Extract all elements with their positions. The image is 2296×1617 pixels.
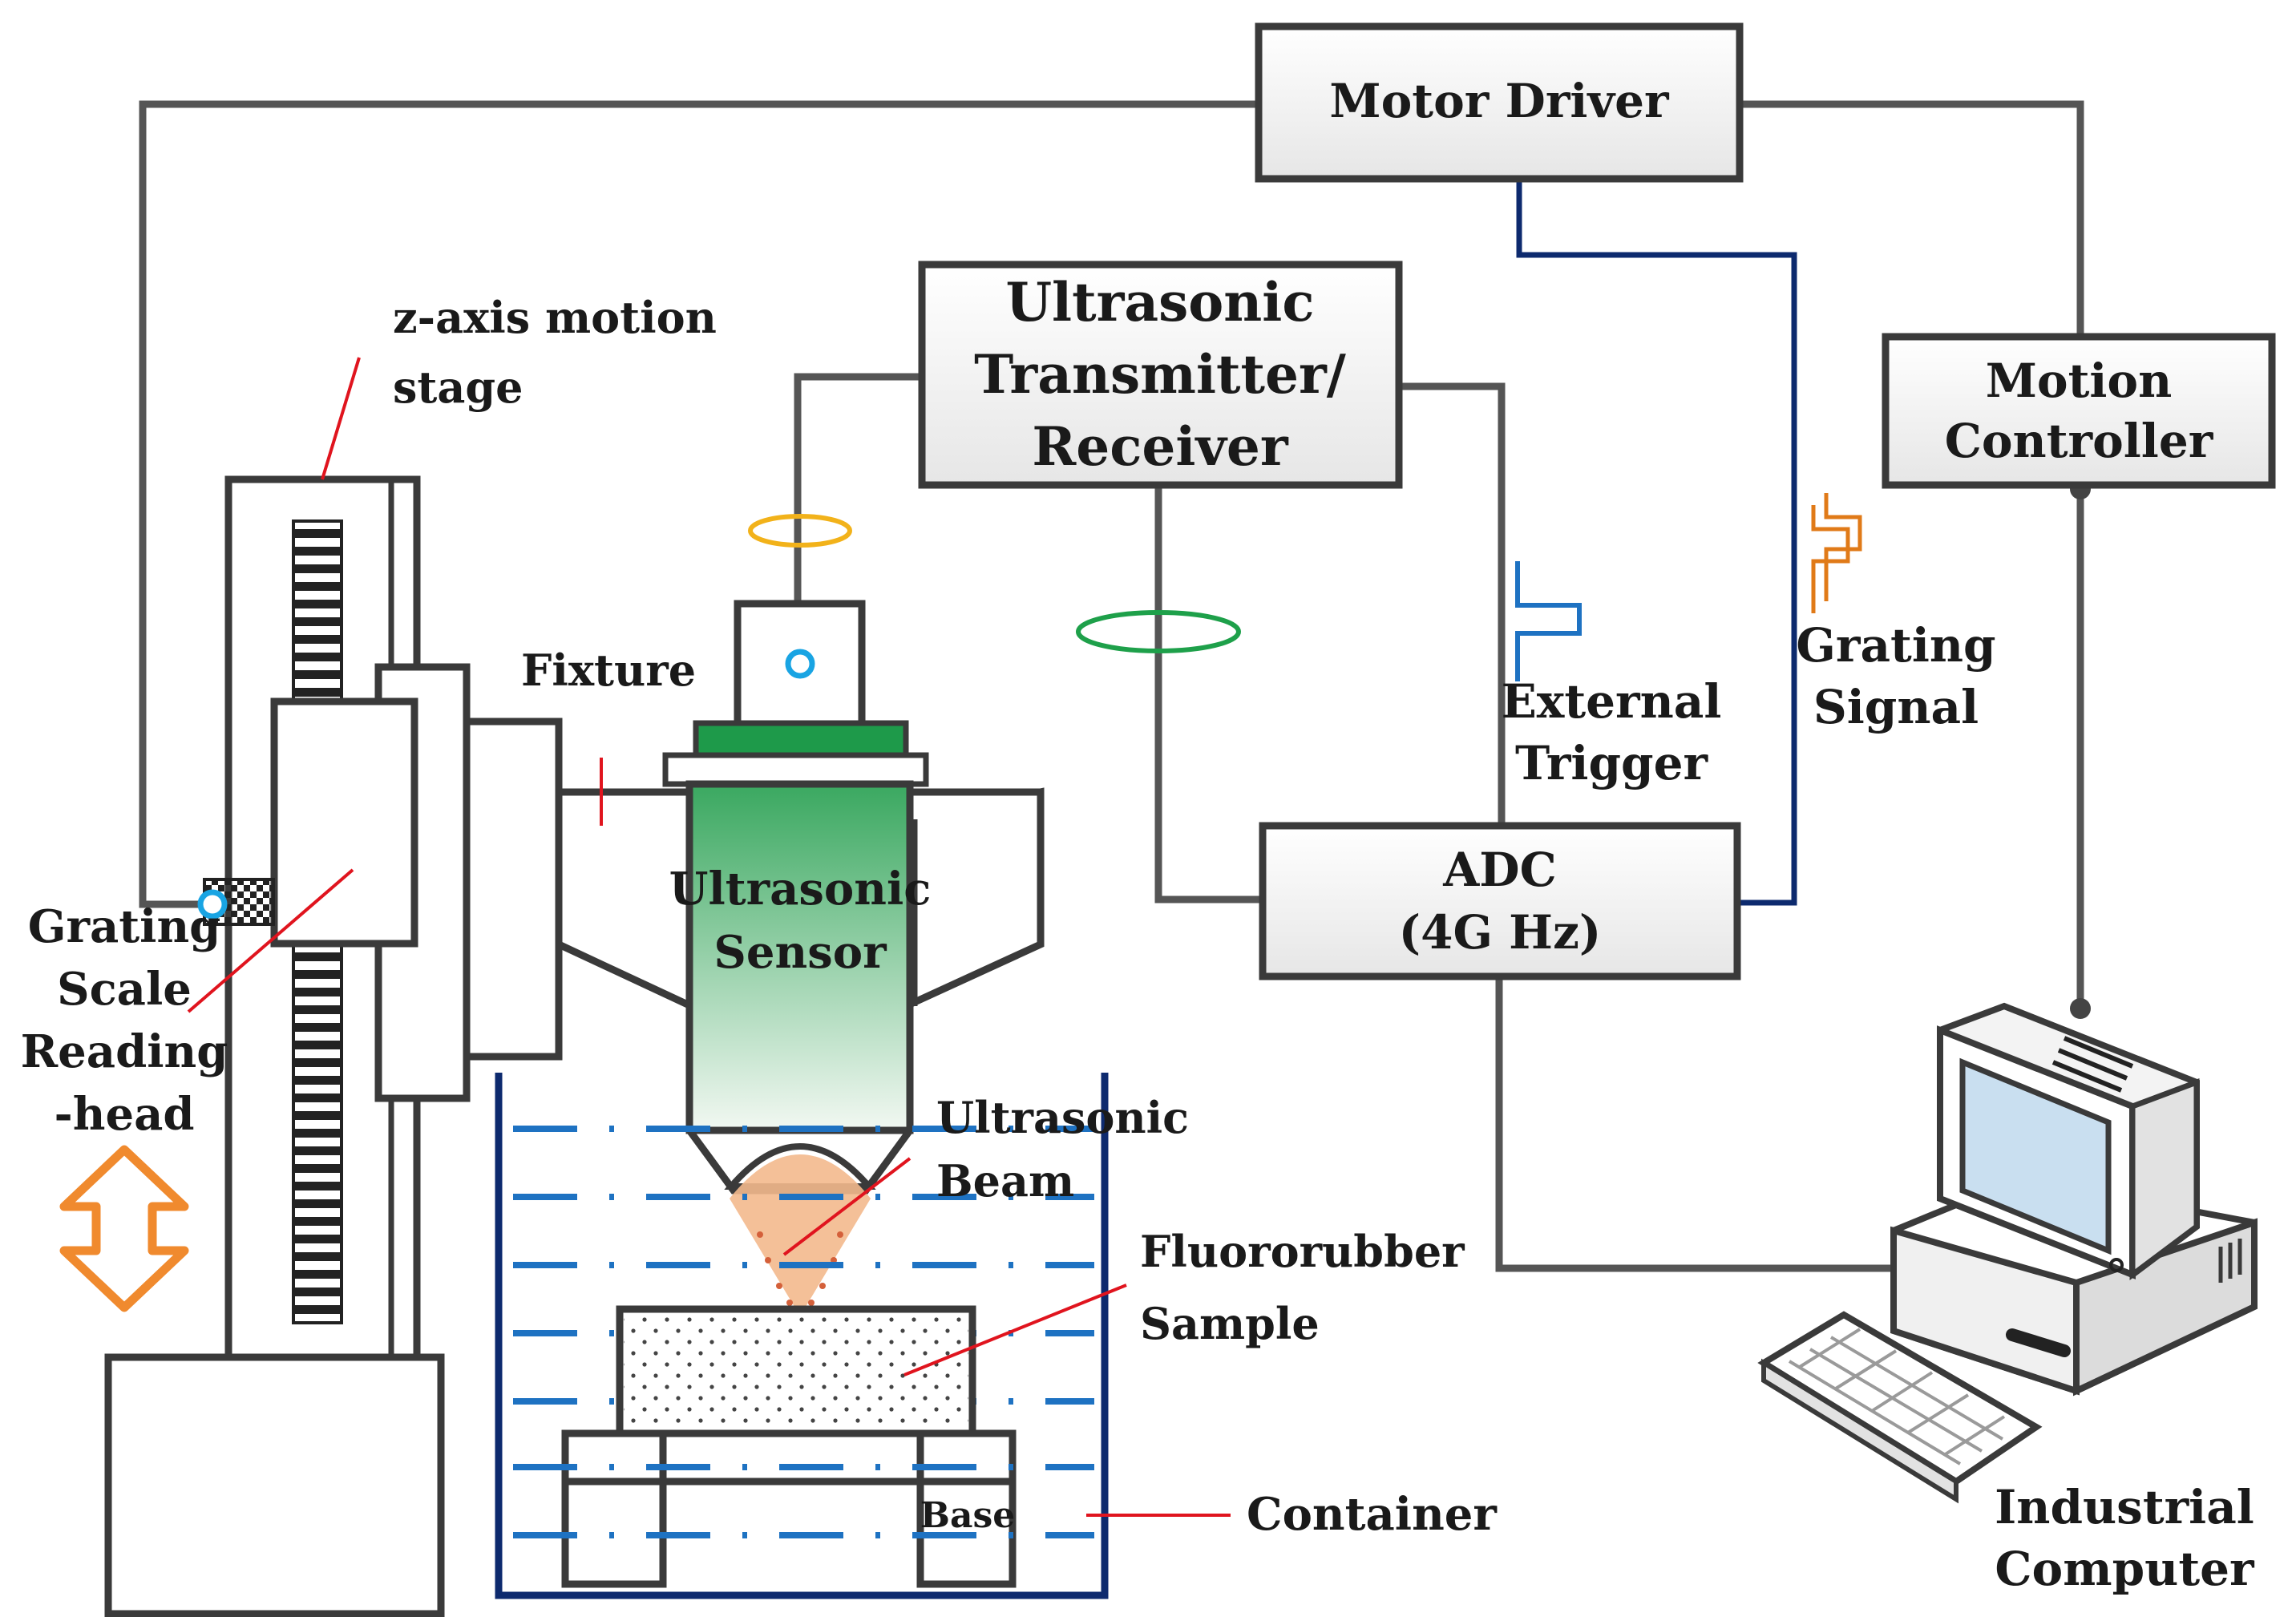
up-down-arrow-icon bbox=[59, 1145, 189, 1312]
adc-label-line2: (4G Hz) bbox=[1399, 905, 1602, 960]
sensor-body bbox=[685, 780, 914, 1134]
adc-label-line1: ADC bbox=[1442, 843, 1556, 897]
leader-lines bbox=[187, 357, 1231, 1517]
fluororubber-sample bbox=[616, 1305, 976, 1437]
sensor-label-line2: Sensor bbox=[713, 926, 887, 979]
external-trigger-label-line1: External bbox=[1502, 674, 1722, 729]
coil-green-icon bbox=[1076, 610, 1241, 653]
grating-signal-label-line1: Grating bbox=[1796, 618, 1995, 673]
base-label: Base bbox=[920, 1495, 1015, 1536]
sample-label-line2: Sample bbox=[1140, 1298, 1320, 1349]
z-axis-stage-label-line2: stage bbox=[393, 362, 523, 413]
grating-scale-label-line3: Reading bbox=[21, 1025, 228, 1078]
sensor-cap bbox=[693, 720, 909, 758]
transceiver-label-line3: Receiver bbox=[1032, 415, 1288, 478]
wiring bbox=[139, 100, 2091, 1272]
ultrasonic-sensor bbox=[662, 600, 929, 1195]
grating-signal-label-line2: Signal bbox=[1813, 680, 1979, 734]
fixture-plate bbox=[463, 718, 563, 1061]
z-axis-stage-label-line1: z-axis motion bbox=[393, 292, 717, 343]
connector-port-icon bbox=[785, 649, 815, 679]
z-axis-stage bbox=[104, 475, 471, 1617]
grating-pulse-icon bbox=[1811, 493, 1862, 613]
grating-scale-label-line4: -head bbox=[54, 1088, 194, 1141]
wire-motor-to-stage bbox=[139, 100, 1259, 908]
wire-external-trigger bbox=[1399, 382, 1506, 826]
container-wall bbox=[495, 1073, 1109, 1599]
sample-label-line1: Fluororubber bbox=[1140, 1226, 1465, 1277]
transceiver-label-line2: Transmitter/ bbox=[974, 343, 1347, 406]
fixture-label: Fixture bbox=[521, 645, 696, 696]
external-trigger-label-line2: Trigger bbox=[1515, 736, 1709, 790]
grating-scale-label-line1: Grating bbox=[28, 900, 221, 953]
computer-label-line1: Industrial bbox=[1995, 1480, 2254, 1534]
motion-controller-box: Motion Controller bbox=[1882, 333, 2276, 489]
transceiver-box: Ultrasonic Transmitter/ Receiver bbox=[918, 261, 1403, 489]
stage-carriage bbox=[270, 697, 418, 948]
trigger-pulse-icon bbox=[1515, 561, 1582, 681]
stage-base bbox=[104, 1353, 445, 1617]
motion-controller-label-line2: Controller bbox=[1945, 414, 2214, 468]
sample-base bbox=[561, 1429, 1017, 1588]
beam-label-line2: Beam bbox=[936, 1155, 1074, 1207]
wire-adc-to-computer bbox=[1495, 976, 1912, 1272]
ultrasonic-beam bbox=[730, 1154, 871, 1311]
grating-sensor-dot bbox=[197, 889, 228, 920]
beam-label-line1: Ultrasonic bbox=[936, 1092, 1189, 1143]
grating-scale-label-line2: Scale bbox=[57, 963, 192, 1016]
wire-grating-signal bbox=[1516, 178, 1797, 906]
wire-transceiver-to-sensor bbox=[794, 373, 922, 605]
container-label: Container bbox=[1247, 1488, 1498, 1541]
computer-label-line2: Computer bbox=[1995, 1542, 2255, 1596]
sensor-label-line1: Ultrasonic bbox=[669, 863, 932, 916]
adc-box: ADC (4G Hz) bbox=[1259, 822, 1741, 980]
wire-motor-to-controller bbox=[1740, 100, 2084, 337]
industrial-computer-icon bbox=[1757, 1002, 2258, 1504]
motor-driver-label: Motor Driver bbox=[1329, 74, 1670, 128]
motor-driver-box: Motor Driver bbox=[1255, 22, 1744, 183]
coil-yellow-icon bbox=[748, 514, 852, 548]
wire-transceiver-to-adc bbox=[1154, 485, 1263, 903]
connector-dot bbox=[2070, 998, 2091, 1019]
transceiver-label-line1: Ultrasonic bbox=[1005, 271, 1314, 334]
sensor-flange bbox=[662, 752, 929, 787]
motion-controller-label-line1: Motion bbox=[1986, 354, 2173, 408]
